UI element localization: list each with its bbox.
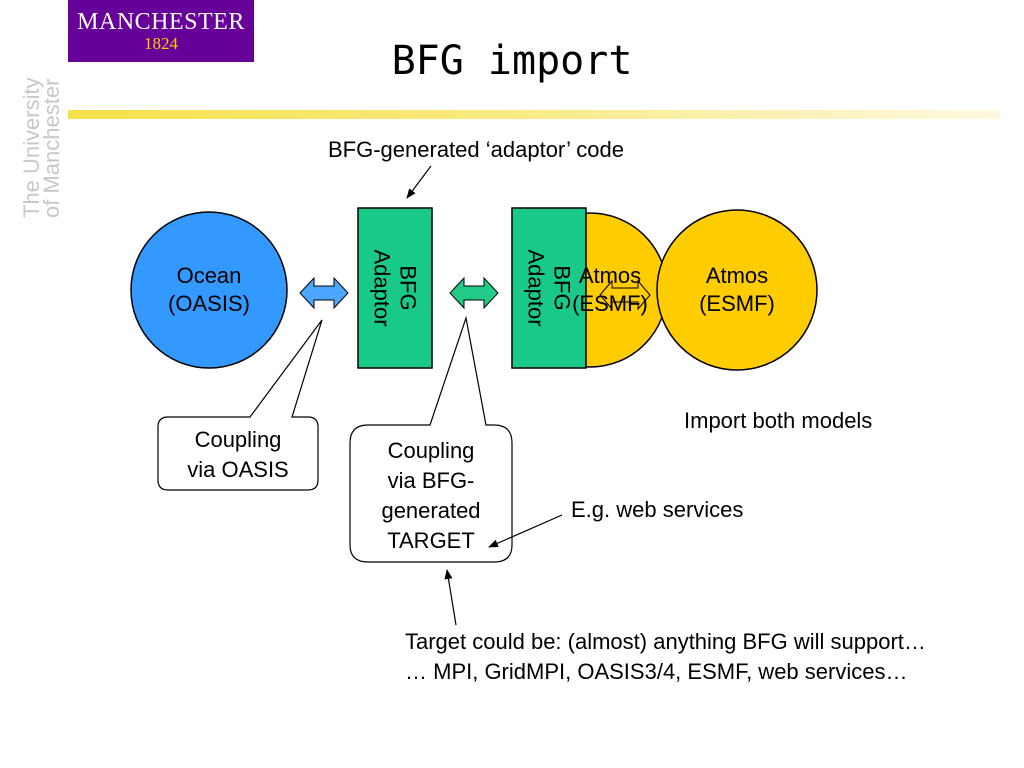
callout-oasis-text: Coupling via OASIS bbox=[158, 425, 318, 485]
callout-bfg-line1: Coupling bbox=[387, 438, 475, 463]
atmos-label: Atmos (ESMF) bbox=[677, 262, 797, 318]
logo-year: 1824 bbox=[144, 34, 178, 53]
atmos-double-arrow bbox=[599, 279, 651, 311]
adaptor-right-label: BFG Adaptor bbox=[523, 249, 575, 326]
adaptor-code-arrow bbox=[406, 165, 432, 199]
atmos-label-line2: (ESMF) bbox=[699, 291, 775, 316]
ocean-label-line1: Ocean bbox=[176, 263, 242, 288]
callout-bfg-text: Coupling via BFG- generated TARGET bbox=[350, 436, 512, 556]
adaptor-left-line1: BFG bbox=[396, 265, 421, 311]
university-logo: MANCHESTER 1824 bbox=[68, 0, 254, 62]
adaptor-left-line2: Adaptor bbox=[370, 249, 395, 327]
web-services-arrow bbox=[488, 514, 563, 548]
callout-oasis-line1: Coupling bbox=[194, 427, 282, 452]
adaptor-left-label-wrap: BFG Adaptor bbox=[358, 208, 432, 368]
import-both-label: Import both models bbox=[684, 408, 873, 433]
adaptor-left-label: BFG Adaptor bbox=[369, 249, 421, 326]
ocean-node bbox=[130, 211, 288, 369]
ocean-label-line2: (OASIS) bbox=[168, 291, 250, 316]
ocean-double-arrow bbox=[299, 276, 349, 310]
atmos-back-label: Atmos (ESMF) bbox=[560, 262, 660, 318]
adaptor-right-box bbox=[511, 207, 587, 369]
target-line2: … MPI, GridMPI, OASIS3/4, ESMF, web serv… bbox=[405, 659, 908, 684]
adaptor-right-line2: Adaptor bbox=[524, 249, 549, 327]
target-arrow bbox=[444, 569, 457, 626]
atmos-node bbox=[656, 209, 818, 371]
slide-title: BFG import bbox=[391, 38, 633, 84]
callout-oasis-bubble bbox=[157, 319, 323, 491]
callout-bfg-line2: via BFG- bbox=[387, 468, 475, 493]
title-rule bbox=[68, 110, 1000, 119]
ocean-label: Ocean (OASIS) bbox=[149, 262, 269, 318]
adaptor-code-label: BFG-generated ‘adaptor’ code bbox=[328, 137, 624, 162]
atmos-back-label-line1: Atmos bbox=[578, 263, 642, 288]
logo-name: MANCHESTER bbox=[77, 9, 245, 35]
adaptor-double-arrow bbox=[449, 276, 499, 310]
adaptor-right-label-wrap: BFG Adaptor bbox=[512, 208, 586, 368]
target-label: Target could be: (almost) anything BFG w… bbox=[405, 627, 926, 687]
callout-oasis-line2: via OASIS bbox=[187, 457, 289, 482]
callout-bfg-line4: TARGET bbox=[387, 528, 475, 553]
adaptor-right-line1: BFG bbox=[550, 265, 575, 311]
adaptor-left-box bbox=[357, 207, 433, 369]
atmos-back-label-line2: (ESMF) bbox=[572, 291, 648, 316]
web-services-label: E.g. web services bbox=[571, 497, 744, 522]
target-line1: Target could be: (almost) anything BFG w… bbox=[405, 629, 926, 654]
callout-bfg-line3: generated bbox=[381, 498, 481, 523]
callout-bfg-bubble bbox=[349, 315, 513, 563]
atmos-label-line1: Atmos bbox=[705, 263, 769, 288]
